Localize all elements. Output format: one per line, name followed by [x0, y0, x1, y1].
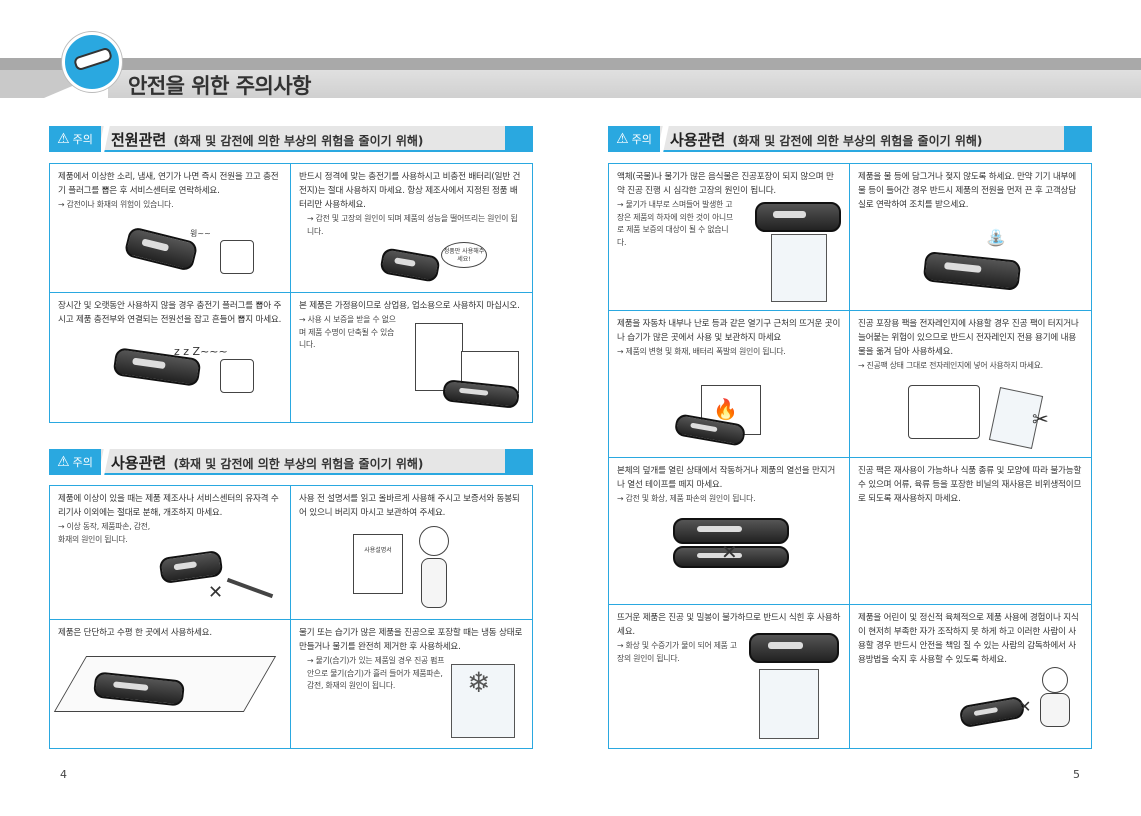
- manual-illustration: 사용설명서: [353, 534, 403, 594]
- section-heading-usage-right: ⚠주의 사용관련 (화재 및 감전에 의한 부상의 위험을 줄이기 위해): [608, 126, 1092, 152]
- fire-icon: 🔥: [713, 397, 738, 421]
- cell-note: → 사용 시 보증을 받을 수 없으며 제품 수명이 단축될 수 있습니다.: [299, 315, 396, 349]
- cell-note: → 물기(습기)가 있는 제품일 경우 진공 펌프 안으로 물기(습기)가 흘러…: [307, 656, 445, 690]
- caution-tag: ⚠주의: [608, 126, 660, 152]
- banner-logo-circle: [62, 32, 122, 92]
- warning-icon: ⚠: [616, 131, 629, 147]
- open-sealer-illustration: [673, 518, 789, 544]
- sound-text: 윙~~: [190, 229, 211, 238]
- cell-note: → 물기가 내부로 스며들어 발생한 고장은 제품의 하자에 의한 것이 아니므…: [617, 200, 733, 247]
- vacuum-sealer-illustration: [123, 225, 199, 273]
- section-subtitle: (화재 및 감전에 의한 부상의 위험을 줄이기 위해): [173, 457, 424, 471]
- section-title: 전원관련: [111, 131, 167, 149]
- faucet-icon: ⛲: [986, 228, 1006, 247]
- power-cell-1: 제품에서 이상한 소리, 냄새, 연기가 나면 즉시 전원을 끄고 충전기 플러…: [49, 163, 291, 293]
- vacuum-sealer-illustration: [379, 247, 441, 283]
- page-number-right: 5: [1073, 768, 1080, 781]
- usage-right-cell-7: 뜨거운 제품은 진공 및 밀봉이 불가하므로 반드시 식힌 후 사용하세요. →…: [608, 604, 850, 749]
- page-banner: 안전을 위한 주의사항: [0, 0, 1141, 110]
- cell-text: 제품에서 이상한 소리, 냄새, 연기가 나면 즉시 전원을 끄고 충전기 플러…: [58, 172, 279, 196]
- usage-right-cell-5: 본체의 덮개를 열린 상태에서 작동하거나 제품의 열선을 만지거나 열선 테이…: [608, 457, 850, 605]
- power-outlet-illustration: [220, 359, 254, 393]
- page-number-left: 4: [60, 768, 67, 781]
- cell-note: → 진공팩 상태 그대로 전자레인지에 넣어 사용하지 마세요.: [858, 361, 1043, 370]
- snowflake-icon: ❄: [467, 666, 491, 699]
- cell-text: 제품을 어린이 및 정신적 육체적으로 제품 사용에 경험이나 지식이 현저히 …: [858, 613, 1079, 665]
- vacuum-sealer-illustration: [958, 695, 1026, 729]
- vacuum-sealer-illustration: [749, 633, 839, 663]
- page-title: 안전을 위한 주의사항: [128, 74, 312, 98]
- cell-text: 장시간 및 오랫동안 사용하지 않을 경우 충전기 플러그를 뽑아 주시고 제품…: [58, 301, 282, 325]
- prohibited-x-icon: ✕: [1018, 697, 1032, 716]
- cell-note: → 제품의 변형 및 화재, 배터리 폭발의 원인이 됩니다.: [617, 347, 786, 356]
- power-cell-3: 장시간 및 오랫동안 사용하지 않을 경우 충전기 플러그를 뽑아 주시고 제품…: [49, 292, 291, 423]
- cell-text: 본체의 덮개를 열린 상태에서 작동하거나 제품의 열선을 만지거나 열선 테이…: [617, 466, 836, 490]
- usage-right-cell-6: 진공 팩은 재사용이 가능하나 식품 종류 및 모양에 따라 불가능할 수 있으…: [849, 457, 1092, 605]
- sealer-base-illustration: [673, 546, 789, 568]
- banner-bar: [108, 70, 1141, 98]
- power-cell-4: 본 제품은 가정용이므로 상업용, 업소용으로 사용하지 마십시오. → 사용 …: [290, 292, 533, 423]
- cell-text: 물기 또는 습기가 많은 제품을 진공으로 포장할 때는 냉동 상태로 만들거나…: [299, 628, 523, 652]
- usage-left-cell-1: 제품에 이상이 있을 때는 제품 제조사나 서비스센터의 유자격 수리기사 이외…: [49, 485, 291, 620]
- liquid-bag-illustration: [771, 234, 827, 302]
- usage-right-cell-8: 제품을 어린이 및 정신적 육체적으로 제품 사용에 경험이나 지식이 현저히 …: [849, 604, 1092, 749]
- usage-right-cell-3: 제품을 자동차 내부나 난로 등과 같은 열기구 근처의 뜨거운 곳이나 습기가…: [608, 310, 850, 458]
- cell-note: → 감전이나 화재의 위험이 있습니다.: [58, 200, 174, 209]
- usage-left-cell-2: 사용 전 설명서를 읽고 올바르게 사용해 주시고 보증서와 동봉되어 있으니 …: [290, 485, 533, 620]
- cell-text: 사용 전 설명서를 읽고 올바르게 사용해 주시고 보증서와 동봉되어 있으니 …: [299, 494, 520, 518]
- speech-bubble: 정품만 사용해주세요!: [441, 242, 487, 268]
- cell-text: 뜨거운 제품은 진공 및 밀봉이 불가하므로 반드시 식힌 후 사용하세요.: [617, 613, 841, 637]
- hot-food-bag-illustration: [759, 669, 819, 739]
- cell-text: 제품을 물 등에 담그거나 젖지 않도록 하세요. 만약 기기 내부에 물 등이…: [858, 172, 1076, 210]
- section-title: 사용관련: [111, 454, 167, 472]
- warning-icon: ⚠: [57, 131, 70, 147]
- frozen-bag-illustration: [451, 664, 515, 738]
- usage-left-cell-3: 제품은 단단하고 수평 한 곳에서 사용하세요.: [49, 619, 291, 749]
- prohibited-x-icon: ✕: [208, 582, 224, 603]
- usage-left-cell-4: 물기 또는 습기가 많은 제품을 진공으로 포장할 때는 냉동 상태로 만들거나…: [290, 619, 533, 749]
- person-head-illustration: [419, 526, 449, 556]
- usage-right-cell-1: 액체(국물)나 물기가 많은 음식물은 진공포장이 되지 않으며 만약 진공 진…: [608, 163, 850, 311]
- cell-note: → 이상 동작, 제품파손, 감전, 화재의 원인이 됩니다.: [58, 522, 151, 544]
- vacuum-sealer-illustration: [922, 251, 1022, 291]
- section-heading-usage-left: ⚠주의 사용관련 (화재 및 감전에 의한 부상의 위험을 줄이기 위해): [49, 449, 533, 475]
- child-head-illustration: [1042, 667, 1068, 693]
- section-subtitle: (화재 및 감전에 의한 부상의 위험을 줄이기 위해): [732, 134, 983, 148]
- caution-tag: ⚠주의: [49, 449, 101, 475]
- banner-stripe: [0, 58, 1141, 70]
- section-heading-power: ⚠주의 전원관련 (화재 및 감전에 의한 부상의 위험을 줄이기 위해): [49, 126, 533, 152]
- prohibited-x-icon: ✕: [721, 540, 738, 564]
- cell-text: 제품은 단단하고 수평 한 곳에서 사용하세요.: [58, 628, 212, 638]
- sleep-text: z z Z~~~: [174, 345, 228, 358]
- section-title: 사용관련: [670, 131, 726, 149]
- usage-right-cell-4: 진공 포장용 팩을 전자레인지에 사용할 경우 진공 팩이 터지거나 늘어붙는 …: [849, 310, 1092, 458]
- cell-text: 반드시 정격에 맞는 충전기를 사용하시고 비충전 배터리(일반 건전지)는 절…: [299, 172, 521, 210]
- cell-note: → 감전 및 고장의 원인이 되며 제품의 성능을 떨어뜨리는 원인이 됩니다.: [307, 214, 518, 236]
- cell-text: 제품을 자동차 내부나 난로 등과 같은 열기구 근처의 뜨거운 곳이나 습기가…: [617, 319, 841, 343]
- cell-text: 진공 포장용 팩을 전자레인지에 사용할 경우 진공 팩이 터지거나 늘어붙는 …: [858, 319, 1079, 357]
- vacuum-sealer-illustration: [158, 549, 224, 585]
- power-cell-2: 반드시 정격에 맞는 충전기를 사용하시고 비충전 배터리(일반 건전지)는 절…: [290, 163, 533, 293]
- person-body-illustration: [421, 558, 447, 608]
- caution-tag: ⚠주의: [49, 126, 101, 152]
- cell-note: → 화상 및 수증기가 물이 되어 제품 고장의 원인이 됩니다.: [617, 641, 737, 663]
- cell-text: 본 제품은 가정용이므로 상업용, 업소용으로 사용하지 마십시오.: [299, 301, 520, 311]
- power-outlet-illustration: [220, 240, 254, 274]
- usage-right-cell-2: 제품을 물 등에 담그거나 젖지 않도록 하세요. 만약 기기 내부에 물 등이…: [849, 163, 1092, 311]
- warning-icon: ⚠: [57, 454, 70, 470]
- cell-text: 액체(국물)나 물기가 많은 음식물은 진공포장이 되지 않으며 만약 진공 진…: [617, 172, 834, 196]
- scissors-icon: ✂: [1032, 407, 1049, 431]
- section-subtitle: (화재 및 감전에 의한 부상의 위험을 줄이기 위해): [173, 134, 424, 148]
- vacuum-sealer-illustration: [755, 202, 841, 232]
- screwdriver-illustration: [226, 577, 274, 599]
- microwave-illustration: [908, 385, 980, 439]
- cell-note: → 감전 및 화상, 제품 파손의 원인이 됩니다.: [617, 494, 756, 503]
- child-body-illustration: [1040, 693, 1070, 727]
- cell-text: 진공 팩은 재사용이 가능하나 식품 종류 및 모양에 따라 불가능할 수 있으…: [858, 466, 1082, 504]
- cell-text: 제품에 이상이 있을 때는 제품 제조사나 서비스센터의 유자격 수리기사 이외…: [58, 494, 279, 518]
